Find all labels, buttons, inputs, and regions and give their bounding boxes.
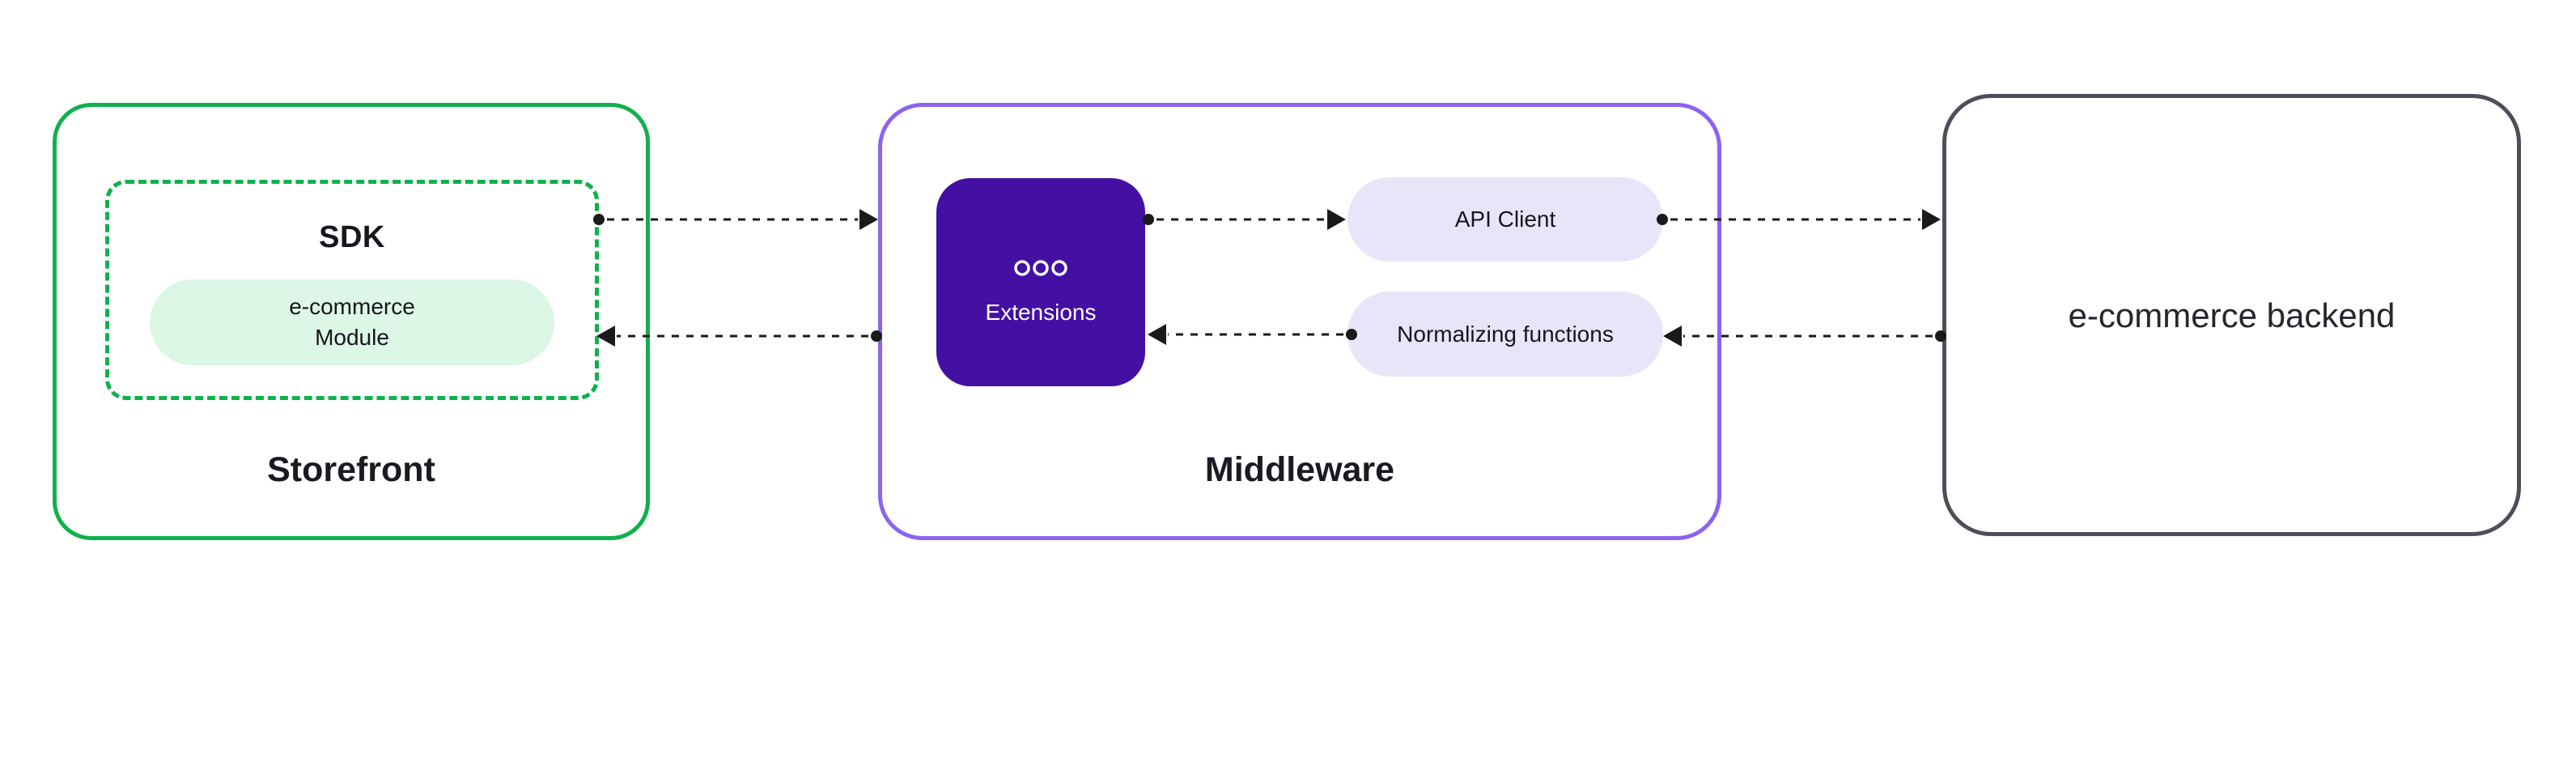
ecommerce-module-label-line2: Module — [315, 325, 389, 350]
sdk-label: SDK — [319, 220, 385, 254]
middleware-title: Middleware — [1204, 450, 1395, 489]
normalizing-functions-pill: Normalizing functions — [1347, 292, 1663, 377]
ecommerce-module-label-line1: e-commerce — [289, 294, 415, 319]
arrowhead-right-icon — [1922, 209, 1941, 230]
ecommerce-backend-label: e-commerce backend — [2068, 296, 2396, 334]
ecommerce-module-pill: e-commerce Module — [150, 279, 554, 365]
ecommerce-backend-box — [1942, 94, 2521, 536]
ellipsis-icon — [936, 260, 1145, 276]
storefront-title: Storefront — [267, 450, 435, 489]
sdk-dashed-box — [105, 180, 599, 400]
arrowhead-right-icon — [859, 209, 878, 230]
api-client-label: API Client — [1454, 207, 1556, 232]
api-client-pill: API Client — [1347, 177, 1663, 262]
extensions-label: Extensions — [985, 300, 1097, 325]
normalizing-functions-label: Normalizing functions — [1397, 321, 1614, 347]
extensions-box: Extensions — [936, 178, 1145, 386]
